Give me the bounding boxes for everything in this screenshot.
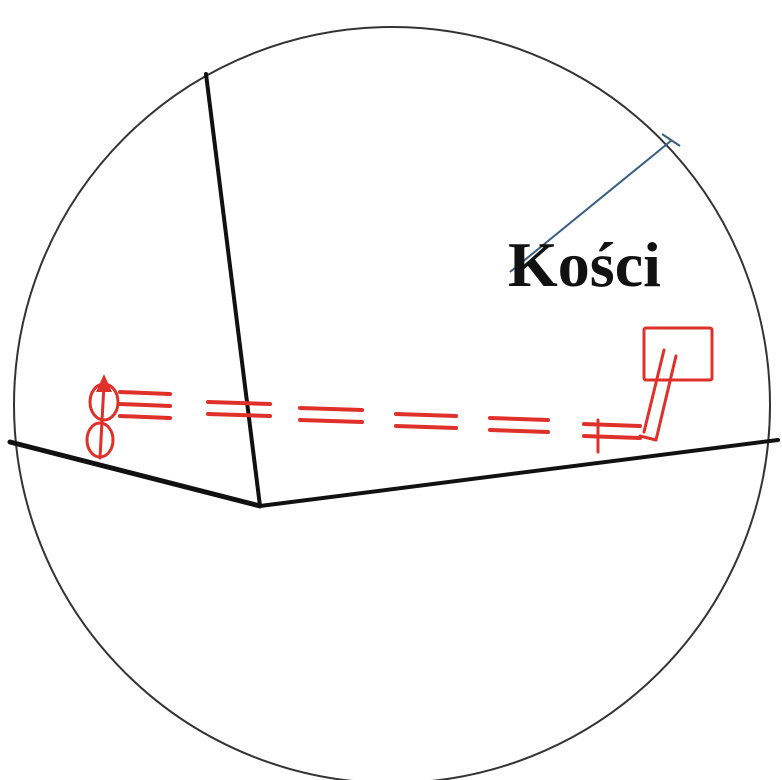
bone-label: Kości [508, 229, 661, 300]
vertical-bone-line [206, 74, 260, 506]
dashed-path [120, 392, 640, 452]
left-baseline [10, 442, 260, 506]
target-marker [640, 328, 712, 440]
bone-lines [10, 74, 778, 506]
right-baseline [260, 440, 778, 506]
probe-head-icon [87, 374, 118, 458]
red-dashed-annotation [87, 328, 712, 458]
